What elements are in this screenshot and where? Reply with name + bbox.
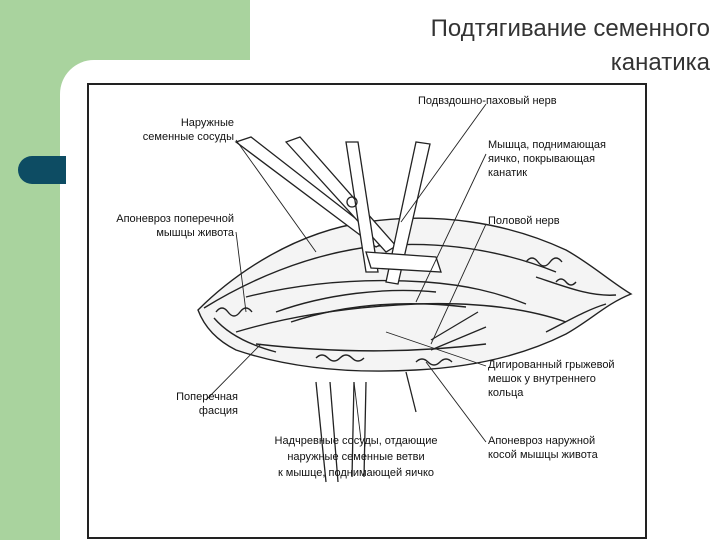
label-cremaster-2: яичко, покрывающая (488, 153, 595, 165)
label-iliohypogastric-nerve: Подвздошно-паховый нерв (418, 95, 557, 107)
label-epigastric-1: Надчревные сосуды, отдающие (275, 435, 438, 447)
label-aponeurosis-external-1: Апоневроз наружной (488, 435, 595, 447)
blue-accent-tab (18, 156, 66, 184)
label-aponeurosis-transverse-2: мышцы живота (156, 227, 235, 239)
label-external-vessels-1: Наружные (181, 117, 234, 129)
slide-title: Подтягивание семенного канатика (270, 12, 710, 80)
label-cremaster-3: канатик (488, 167, 527, 179)
label-external-vessels-2: семенные сосуды (143, 131, 234, 143)
label-cremaster-1: Мышца, поднимающая (488, 139, 606, 151)
label-transverse-fascia-2: фасция (199, 405, 238, 417)
leader-lines (205, 103, 487, 443)
surgical-illustration: Наружные семенные сосуды Апоневроз попер… (87, 83, 647, 539)
label-hernia-sac-3: кольца (488, 387, 524, 399)
label-aponeurosis-transverse-1: Апоневроз поперечной (116, 213, 234, 225)
label-transverse-fascia-1: Поперечная (176, 391, 238, 403)
label-hernia-sac-1: Дигированный грыжевой (488, 359, 615, 371)
label-hernia-sac-2: мешок у внутреннего (488, 373, 596, 385)
slide-title-line-1: Подтягивание семенного (430, 15, 710, 42)
label-aponeurosis-external-2: косой мышцы живота (488, 449, 599, 461)
label-epigastric-2: наружные семенные ветви (287, 451, 424, 463)
slide-title-line-2: канатика (610, 49, 710, 76)
label-epigastric-3: к мышце, поднимающей яичко (278, 467, 434, 479)
label-genital-nerve: Половой нерв (488, 215, 560, 227)
